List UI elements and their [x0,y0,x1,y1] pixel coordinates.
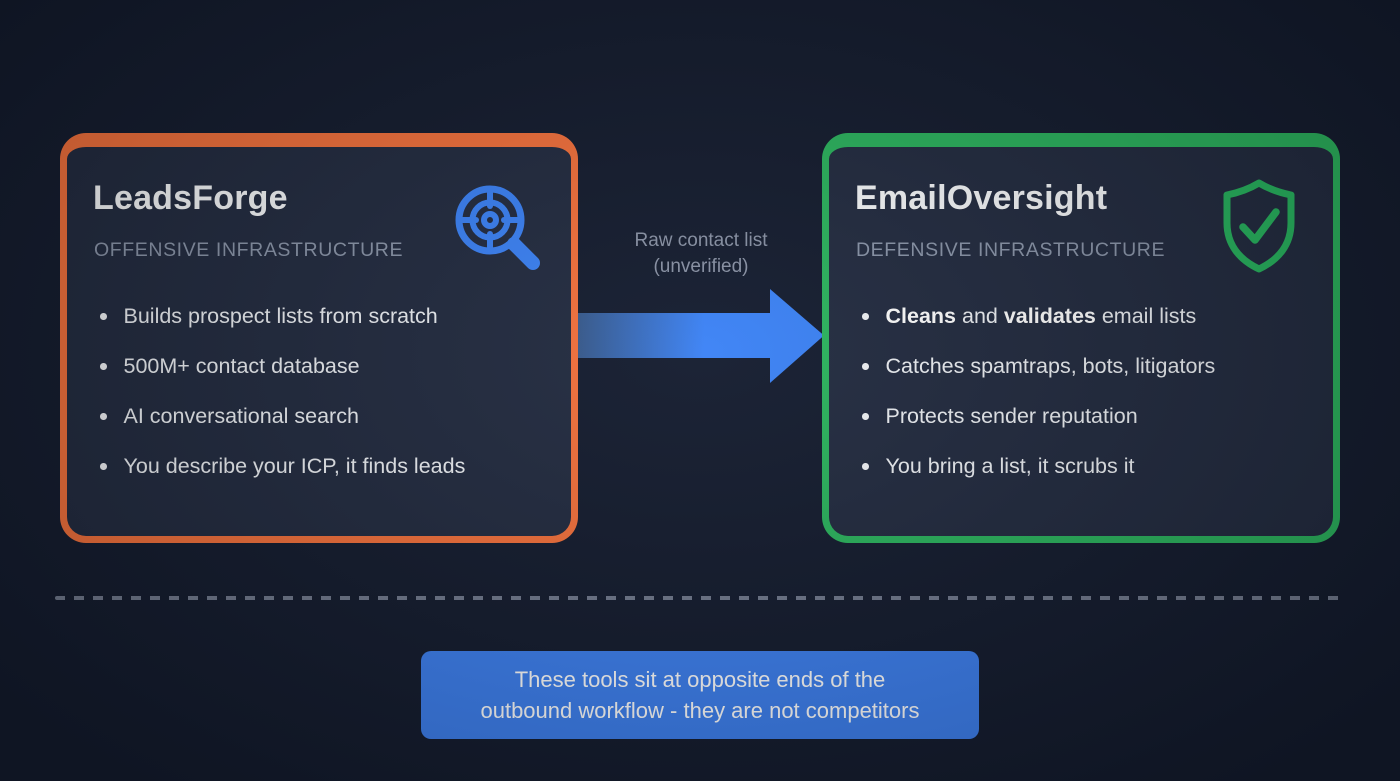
leadsforge-card: LeadsForge OFFENSIVE INFRASTRUCTURE Buil… [60,133,578,543]
flow-label-line2: (unverified) [653,256,749,277]
callout-banner: These tools sit at opposite ends of the … [421,651,979,739]
bullet-item: 500M+ contact database [94,355,555,378]
bullet-item: You bring a list, it scrubs it [856,455,1317,478]
flow-label-line1: Raw contact list [634,230,768,251]
emailoversight-card: EmailOversight DEFENSIVE INFRASTRUCTURE … [822,133,1340,543]
shield-check-icon [1207,175,1311,279]
bullet-item: Catches spamtraps, bots, litigators [856,355,1317,378]
bullet-item: Builds prospect lists from scratch [94,305,555,328]
bullet-item: AI conversational search [94,405,555,428]
bullet-item: Protects sender reputation [856,405,1317,428]
leadsforge-bullet-list: Builds prospect lists from scratch 500M+ … [94,305,555,505]
bullet-item: You describe your ICP, it finds leads [94,455,555,478]
emailoversight-title: EmailOversight [855,179,1108,217]
target-search-icon [445,175,549,279]
leadsforge-title: LeadsForge [93,179,288,217]
leadsforge-subtitle: OFFENSIVE INFRASTRUCTURE [94,239,404,261]
flow-label: Raw contact list (unverified) [578,228,824,280]
emailoversight-subtitle: DEFENSIVE INFRASTRUCTURE [856,239,1166,261]
callout-line2: outbound workflow - they are not competi… [480,698,920,723]
callout-line1: These tools sit at opposite ends of the [514,666,886,692]
dashed-divider [55,596,1345,600]
right-arrow-icon [578,287,824,385]
bullet-item: Cleans and validates email lists [856,305,1317,328]
